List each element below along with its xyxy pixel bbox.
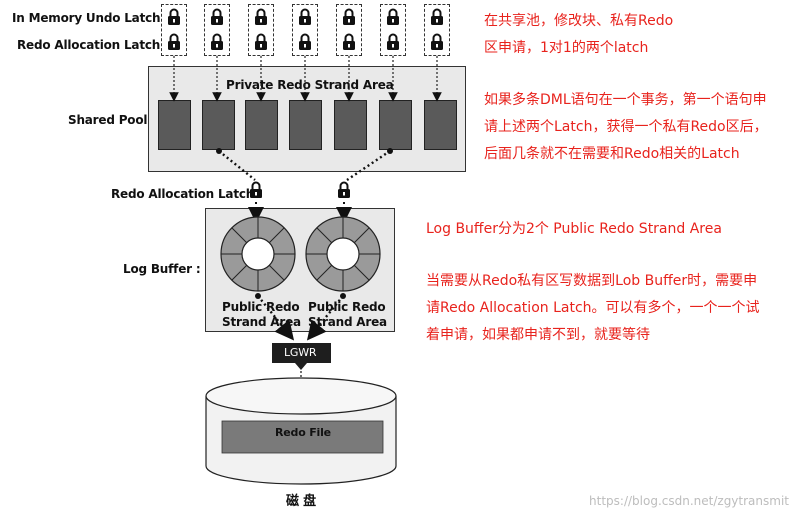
- private-redo-strand-7: [424, 100, 457, 150]
- annotation-latch-note-line2: 区申请，1对1的两个latch: [484, 40, 649, 56]
- disk-label: 磁 盘: [286, 494, 316, 509]
- padlock-icon: [386, 33, 400, 51]
- ring-to-lgwr-arrows: [257, 295, 344, 341]
- in-memory-undo-latch-label: In Memory Undo Latch :: [12, 11, 169, 25]
- watermark: https://blog.csdn.net/zgytransmit: [589, 494, 789, 508]
- annotation-allocation-note-line3: 着申请，如果都申请不到，就要等待: [426, 327, 650, 343]
- padlock-icon: [167, 8, 181, 26]
- lgwr-process: [272, 343, 331, 370]
- private-redo-strand-5: [334, 100, 367, 150]
- private-redo-strand-1: [158, 100, 191, 150]
- private-redo-strand-area-label: Private Redo Strand Area: [226, 78, 394, 92]
- redo-file-label: Redo File: [275, 426, 331, 439]
- public-redo-strand-ring-1: [220, 216, 296, 292]
- annotation-allocation-note-line1: 当需要从Redo私有区写数据到Lob Buffer时，需要申: [426, 273, 758, 289]
- public-redo-strand-ring-2: [305, 216, 381, 292]
- padlock-icon: [167, 33, 181, 51]
- private-redo-strand-4: [289, 100, 322, 150]
- annotation-log-buffer-note: Log Buffer分为2个 Public Redo Strand Area: [426, 216, 722, 243]
- public-redo-strand-area-2-line2: Strand Area: [308, 315, 387, 329]
- annotation-dml-note-line2: 请上述两个Latch，获得一个私有Redo区后，: [484, 119, 768, 135]
- annotation-allocation-note: 当需要从Redo私有区写数据到Lob Buffer时，需要申 请Redo All…: [426, 268, 760, 349]
- annotation-latch-note: 在共享池，修改块、私有Redo 区申请，1对1的两个latch: [484, 8, 673, 62]
- padlock-icon: [249, 181, 263, 199]
- padlock-icon: [386, 8, 400, 26]
- shared-pool-label: Shared Pool :: [68, 113, 156, 127]
- strand-to-latch-arrows: [218, 150, 391, 181]
- annotation-dml-note: 如果多条DML语句在一个事务，第一个语句申 请上述两个Latch，获得一个私有R…: [484, 87, 768, 168]
- public-redo-strand-area-1-line1: Public Redo: [222, 300, 300, 314]
- annotation-dml-note-line1: 如果多条DML语句在一个事务，第一个语句申: [484, 92, 767, 108]
- redo-allocation-latch-mid-label: Redo Allocation Latch :: [111, 187, 263, 201]
- annotation-allocation-note-line2: 请Redo Allocation Latch。可以有多个，一个一个试: [426, 300, 760, 316]
- padlock-icon: [254, 33, 268, 51]
- lgwr-label: LGWR: [284, 346, 317, 359]
- annotation-latch-note-line1: 在共享池，修改块、私有Redo: [484, 13, 674, 29]
- public-redo-strand-area-2-line1: Public Redo: [308, 300, 386, 314]
- redo-allocation-latch-top-label: Redo Allocation Latch :: [17, 38, 169, 52]
- disk-cylinder: [205, 377, 397, 485]
- padlock-icon: [254, 8, 268, 26]
- padlock-icon: [342, 8, 356, 26]
- private-redo-strand-6: [379, 100, 412, 150]
- annotation-dml-note-line3: 后面几条就不在需要和Redo相关的Latch: [484, 146, 740, 162]
- latch-to-strand-arrows: [169, 56, 442, 102]
- padlock-icon: [298, 33, 312, 51]
- padlock-icon: [337, 181, 351, 199]
- private-redo-strand-2: [202, 100, 235, 150]
- padlock-icon: [430, 8, 444, 26]
- public-redo-strand-area-2-label: Public Redo Strand Area: [308, 300, 387, 330]
- padlock-icon: [430, 33, 444, 51]
- padlock-icon: [342, 33, 356, 51]
- log-buffer-label: Log Buffer :: [123, 262, 201, 276]
- padlock-icon: [298, 8, 312, 26]
- redo-file-block: [221, 420, 384, 454]
- padlock-icon-group: [167, 8, 444, 51]
- annotation-log-buffer-note-line1: Log Buffer分为2个 Public Redo Strand Area: [426, 221, 722, 237]
- padlock-icon: [210, 33, 224, 51]
- padlock-icon: [210, 8, 224, 26]
